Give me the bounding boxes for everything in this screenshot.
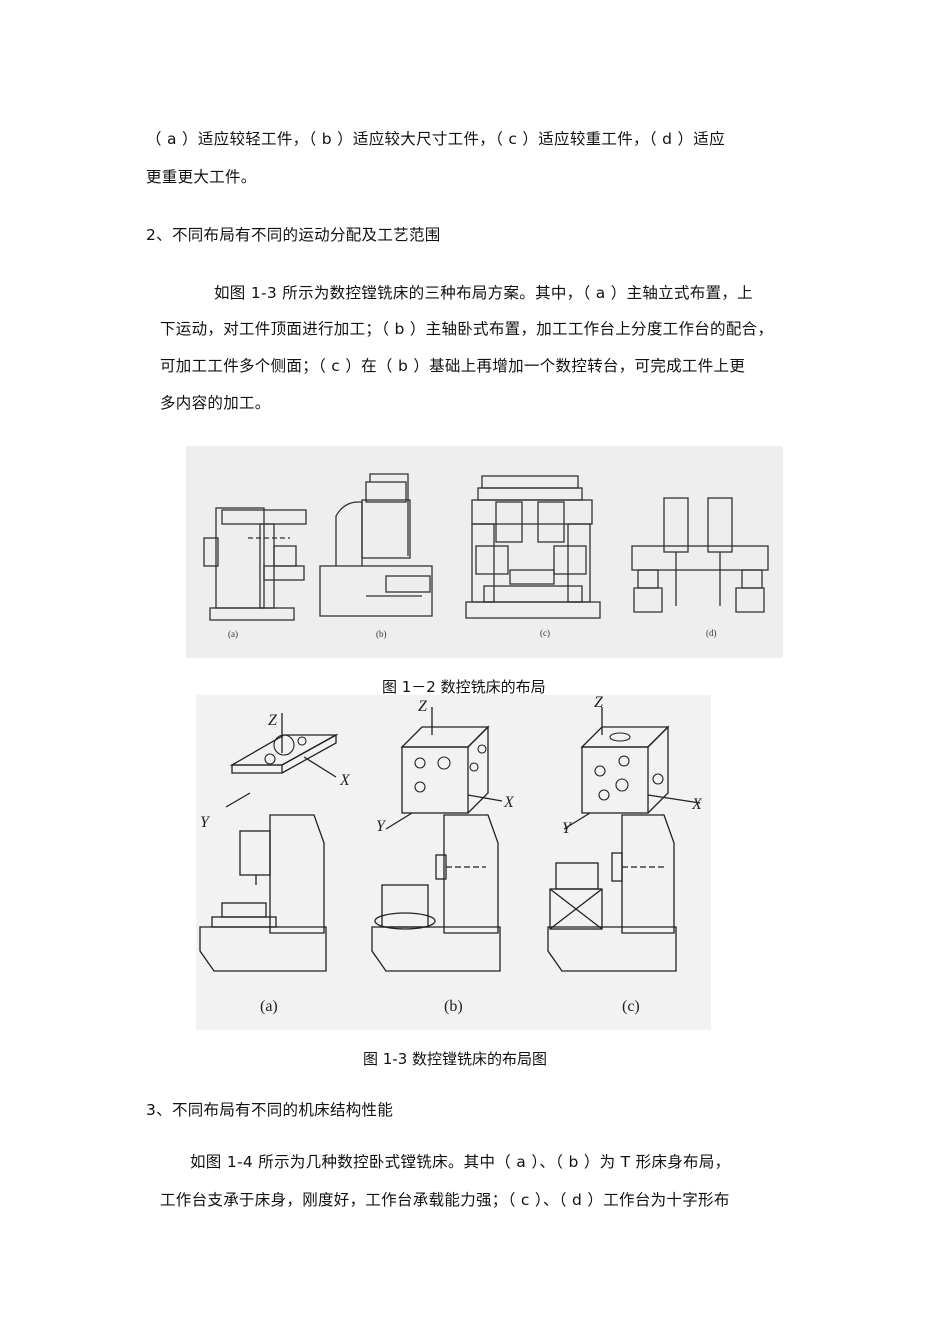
figure-2-axis-y-b: Y <box>376 818 387 835</box>
figure-2-axis-y-a: Y <box>200 814 211 831</box>
figure-2-axis-x-b: X <box>503 794 515 811</box>
paragraph-3-line-1: 如图 1-4 所示为几种数控卧式镗铣床。其中（ a ）、（ b ）为 T 形床身… <box>190 1153 731 1171</box>
paragraph-1-line-2: 更重更大工件。 <box>146 168 257 186</box>
paragraph-2-line-3: 可加工工件多个侧面；（ c ）在（ b ）基础上再增加一个数控转台，可完成工件上… <box>160 357 746 375</box>
figure-1-label-c: (c) <box>540 628 550 638</box>
figure-2-axis-z-c: Z <box>594 695 604 711</box>
figure-2-axis-x-c: X <box>691 796 703 813</box>
figure-1-label-a: (a) <box>228 629 238 639</box>
paragraph-2-line-2: 下运动，对工件顶面进行加工；（ b ）主轴卧式布置，加工工作台上分度工作台的配合… <box>160 320 774 338</box>
milling-machine-drawings: (a) (b) (c) (d) <box>203 473 769 639</box>
figure-1-caption: 图 1－2 数控铣床的布局 <box>382 678 546 696</box>
figure-2-axis-y-c: Y <box>562 820 573 837</box>
section-heading-2: 2、不同布局有不同的运动分配及工艺范围 <box>146 226 441 244</box>
boring-milling-drawings: Z X Y Z X Y Z X Y (a) (b) (c) <box>199 695 703 1015</box>
boring-milling-layout-figure: Z X Y Z X Y Z X Y (a) (b) (c) <box>196 695 711 1030</box>
figure-2-axis-z-b: Z <box>418 698 428 715</box>
figure-2-label-b: (b) <box>444 998 463 1015</box>
figure-2-caption: 图 1-3 数控镗铣床的布局图 <box>363 1050 548 1068</box>
paragraph-2-line-1: 如图 1-3 所示为数控镗铣床的三种布局方案。其中，（ a ）主轴立式布置，上 <box>214 284 753 302</box>
paragraph-1-line-1: （ a ）适应较轻工件，（ b ）适应较大尺寸工件，（ c ）适应较重工件，（ … <box>146 130 725 148</box>
paragraph-2-line-4: 多内容的加工。 <box>160 394 271 412</box>
figure-1-label-b: (b) <box>376 629 387 639</box>
figure-2-label-c: (c) <box>622 998 640 1015</box>
figure-2-axis-z-a: Z <box>268 712 278 729</box>
figure-2-axis-x-a: X <box>339 772 351 789</box>
figure-1-label-d: (d) <box>706 628 717 638</box>
figure-2-label-a: (a) <box>260 998 278 1015</box>
paragraph-3-line-2: 工作台支承于床身，刚度好，工作台承载能力强；（ c ）、（ d ）工作台为十字形… <box>160 1191 730 1209</box>
milling-machine-layout-figure: (a) (b) (c) (d) <box>186 446 783 658</box>
section-heading-3: 3、不同布局有不同的机床结构性能 <box>146 1101 394 1119</box>
